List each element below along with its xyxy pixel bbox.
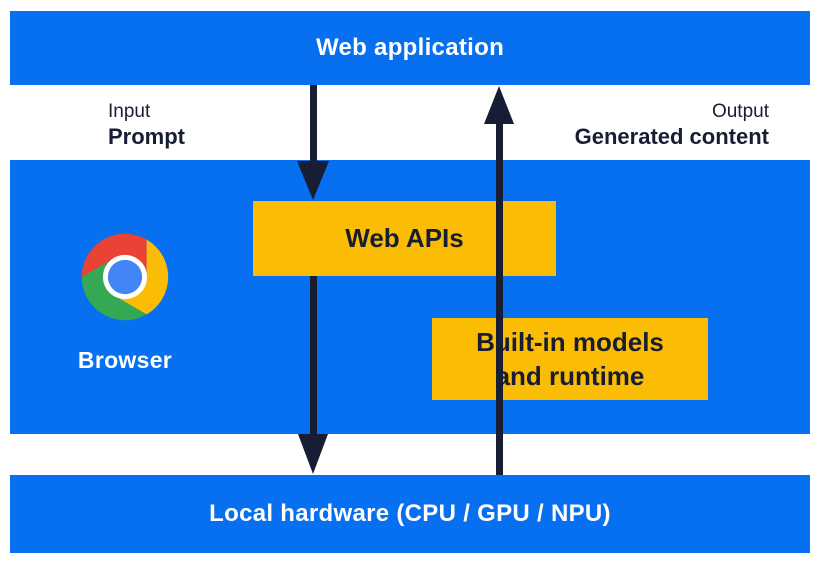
down-arrowhead-lower bbox=[298, 434, 328, 474]
web-application-bar: Web application bbox=[10, 11, 810, 85]
input-caption: Input bbox=[108, 101, 151, 122]
chrome-icon bbox=[81, 233, 169, 321]
web-apis-label: Web APIs bbox=[345, 223, 464, 253]
up-arrow-line bbox=[495, 122, 503, 475]
down-arrow-line-upper bbox=[309, 85, 317, 165]
local-hardware-label: Local hardware (CPU / GPU / NPU) bbox=[209, 500, 611, 527]
builtin-models-box: Built-in models and runtime bbox=[432, 318, 708, 400]
web-application-label: Web application bbox=[315, 34, 505, 61]
generated-content-label: Generated content bbox=[574, 124, 769, 149]
builtin-models-label-line1: Built-in models bbox=[476, 327, 664, 357]
web-apis-box: Web APIs bbox=[253, 201, 556, 276]
builtin-models-label-line2: and runtime bbox=[495, 361, 645, 391]
builtin-models-label: Built-in models and runtime bbox=[476, 325, 664, 393]
down-arrowhead-upper bbox=[297, 161, 329, 200]
prompt-label: Prompt bbox=[108, 124, 185, 149]
browser-label: Browser bbox=[77, 347, 173, 373]
input-annotation: Input Prompt bbox=[108, 100, 185, 150]
output-caption: Output bbox=[711, 101, 769, 122]
output-annotation: Output Generated content bbox=[575, 100, 769, 150]
local-hardware-bar: Local hardware (CPU / GPU / NPU) bbox=[10, 475, 810, 553]
up-arrowhead bbox=[484, 86, 514, 124]
down-arrow-line-lower bbox=[309, 276, 317, 438]
